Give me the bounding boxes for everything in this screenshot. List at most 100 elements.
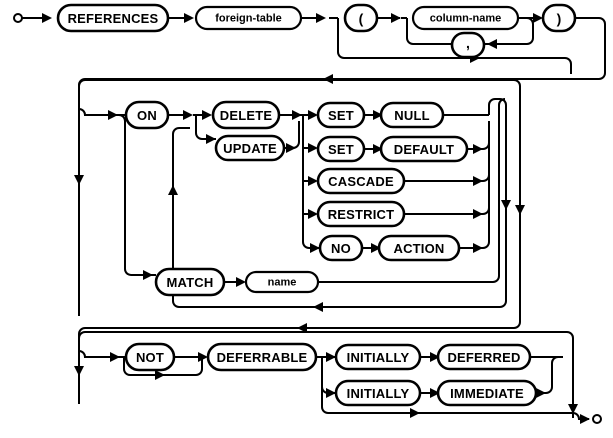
node-initially1: INITIALLY bbox=[334, 343, 422, 371]
arrow-icon bbox=[536, 388, 546, 398]
wire-group2-bypass-top bbox=[78, 79, 521, 322]
node-lparen-label: ( bbox=[359, 11, 364, 27]
node-initially1-label: INITIALLY bbox=[347, 350, 410, 365]
wire-initially-bypass bbox=[321, 357, 540, 414]
arrow-icon bbox=[533, 13, 543, 23]
node-on: ON bbox=[124, 100, 170, 130]
wire-comma-loop-left bbox=[406, 18, 452, 45]
wire-row2-entry bbox=[78, 108, 126, 116]
node-delete-label: DELETE bbox=[220, 108, 273, 123]
arrow-icon bbox=[74, 366, 84, 376]
node-match: MATCH bbox=[154, 267, 226, 297]
arrow-icon bbox=[236, 277, 246, 287]
node-deferred: DEFERRED bbox=[436, 343, 532, 371]
arrow-icon bbox=[286, 143, 296, 153]
node-no: NO bbox=[318, 234, 364, 262]
node-set-null-set: SET bbox=[316, 101, 366, 129]
node-foreign-table: foreign-table bbox=[194, 5, 303, 31]
arrow-icon bbox=[313, 302, 323, 312]
node-action: ACTION bbox=[377, 234, 461, 262]
node-restrict: RESTRICT bbox=[316, 200, 406, 228]
node-cascade-label: CASCADE bbox=[328, 174, 394, 189]
arrow-icon bbox=[371, 243, 381, 253]
node-comma: , bbox=[450, 31, 486, 59]
node-null: NULL bbox=[379, 101, 445, 129]
arrow-icon bbox=[326, 388, 336, 398]
node-match-label: MATCH bbox=[167, 275, 214, 290]
arrow-icon bbox=[308, 143, 318, 153]
node-deferrable: DEFERRABLE bbox=[206, 342, 318, 372]
wire-final-join bbox=[540, 412, 589, 420]
node-deferrable-label: DEFERRABLE bbox=[217, 350, 308, 365]
node-references: REFERENCES bbox=[56, 3, 170, 33]
node-on-label: ON bbox=[137, 108, 157, 123]
arrow-icon bbox=[373, 110, 383, 120]
end-endpoint-icon bbox=[592, 414, 602, 424]
arrow-icon bbox=[155, 370, 165, 380]
arrow-icon bbox=[326, 352, 336, 362]
node-initially2: INITIALLY bbox=[334, 379, 422, 407]
node-immediate-label: IMMEDIATE bbox=[450, 386, 524, 401]
arrow-icon bbox=[515, 205, 525, 215]
arrow-icon bbox=[473, 144, 483, 154]
node-default: DEFAULT bbox=[379, 135, 469, 163]
arrow-icon bbox=[473, 209, 483, 219]
arrow-icon bbox=[473, 243, 483, 253]
node-not-label: NOT bbox=[136, 350, 164, 365]
wire-action-merge bbox=[459, 127, 490, 249]
wire-to-update bbox=[195, 115, 216, 140]
wire-group2-bypass-return bbox=[78, 321, 521, 404]
arrow-icon bbox=[410, 408, 420, 418]
wire-group3-bypass bbox=[78, 331, 574, 418]
arrow-icon bbox=[308, 110, 318, 120]
node-set2-label: SET bbox=[328, 142, 354, 157]
node-deferred-label: DEFERRED bbox=[447, 350, 520, 365]
node-foreign-table-label: foreign-table bbox=[215, 13, 282, 25]
wire-on-clause-loopback-rail bbox=[488, 98, 507, 301]
arrow-icon bbox=[206, 134, 216, 144]
node-initially2-label: INITIALLY bbox=[347, 386, 410, 401]
node-null-label: NULL bbox=[394, 108, 429, 123]
node-column-name: column-name bbox=[411, 5, 520, 31]
node-set1-label: SET bbox=[328, 108, 354, 123]
arrow-icon bbox=[308, 176, 318, 186]
arrow-icon bbox=[487, 39, 497, 49]
arrow-icon bbox=[310, 243, 320, 253]
wire-wrap-row1-to-row2 bbox=[78, 17, 606, 316]
node-references-label: REFERENCES bbox=[68, 11, 159, 26]
arrow-icon bbox=[297, 323, 307, 333]
wire-to-match-branch bbox=[113, 114, 156, 276]
wire-immediate-merge bbox=[536, 356, 563, 394]
node-update: UPDATE bbox=[214, 134, 286, 162]
arrow-icon bbox=[168, 185, 178, 195]
node-delete: DELETE bbox=[211, 100, 281, 130]
arrow-icon bbox=[580, 414, 590, 424]
node-default-label: DEFAULT bbox=[394, 142, 454, 157]
arrow-icon bbox=[308, 209, 318, 219]
arrow-icon bbox=[183, 110, 193, 120]
node-rparen-label: ) bbox=[557, 11, 562, 27]
arrow-icon bbox=[42, 13, 52, 23]
arrow-icon bbox=[568, 404, 578, 414]
arrow-icon bbox=[501, 200, 511, 210]
arrow-icon bbox=[110, 352, 120, 362]
wire-fanout-rail bbox=[302, 115, 320, 249]
wire-row3-entry bbox=[78, 350, 126, 358]
node-not: NOT bbox=[124, 342, 176, 372]
node-action-label: ACTION bbox=[393, 241, 444, 256]
wire-on-clause-loopback-return bbox=[172, 127, 507, 308]
node-comma-label: , bbox=[466, 35, 470, 51]
arrow-icon bbox=[292, 110, 302, 120]
node-rparen: ) bbox=[541, 3, 577, 33]
arrow-icon bbox=[391, 13, 401, 23]
wire-initially2-rail bbox=[321, 357, 336, 394]
wire-default-merge bbox=[467, 121, 490, 150]
node-restrict-label: RESTRICT bbox=[328, 207, 395, 222]
node-update-label: UPDATE bbox=[223, 141, 277, 156]
node-name: name bbox=[244, 270, 320, 294]
node-lparen: ( bbox=[343, 3, 379, 33]
node-name-label: name bbox=[268, 277, 297, 289]
start-endpoint-icon bbox=[13, 13, 23, 23]
node-set2: SET bbox=[316, 135, 366, 163]
